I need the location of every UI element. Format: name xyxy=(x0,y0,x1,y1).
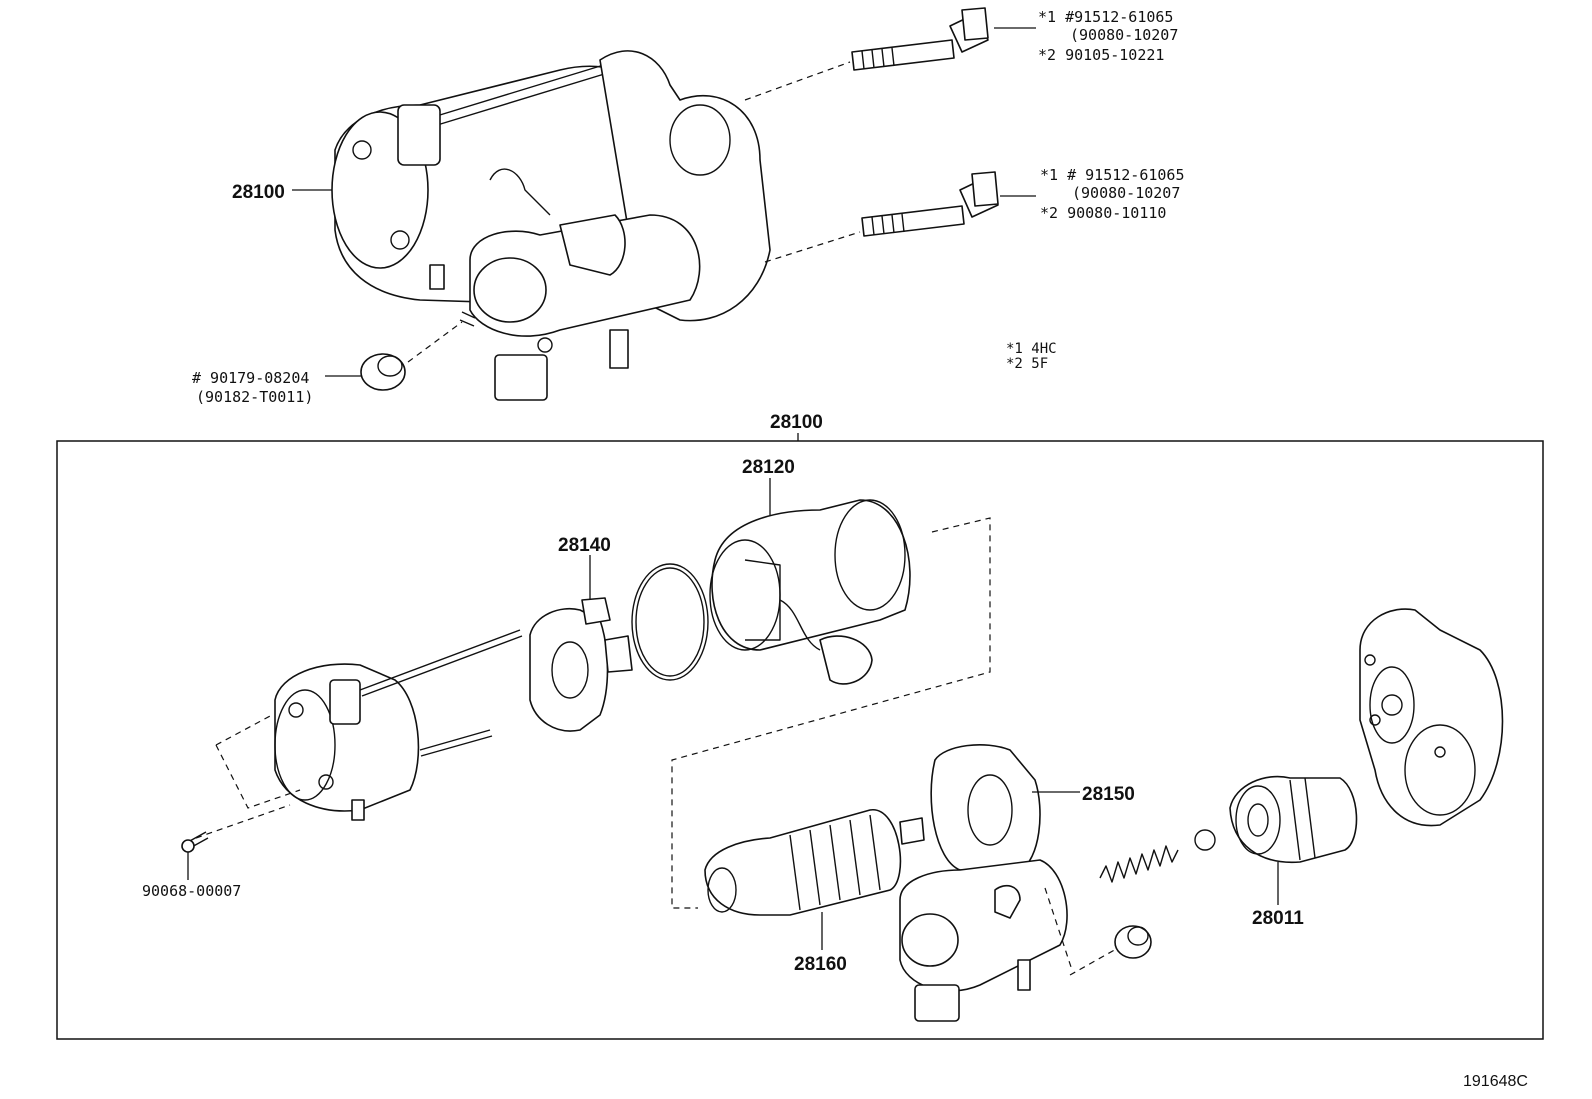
nut-line1: # 90179-08204 xyxy=(192,369,309,387)
bolt-lower xyxy=(861,171,999,237)
label-28140: 28140 xyxy=(558,535,611,556)
cap-part xyxy=(1114,925,1152,959)
clutch-part xyxy=(1229,775,1358,864)
bolt-lower-line2: (90080-10207 xyxy=(1072,184,1180,202)
starter-assembly-drawing xyxy=(331,50,771,401)
starter-housing-part xyxy=(899,744,1068,1022)
end-frame-part xyxy=(274,629,523,821)
armature-part xyxy=(704,809,925,916)
bolt-lower-line3: *2 90080-10110 xyxy=(1040,204,1166,222)
bolt-upper-line2: (90080-10207 xyxy=(1070,26,1178,44)
diagram-id: 191648C xyxy=(1463,1073,1528,1090)
screw-part xyxy=(181,831,209,853)
yoke-part xyxy=(709,499,911,685)
brush-holder-part xyxy=(529,597,633,732)
legend-line1: *1 4HC xyxy=(1006,341,1057,357)
bolt-lower-line1: *1 # 91512-61065 xyxy=(1040,166,1185,184)
spring-part xyxy=(1099,845,1179,883)
nut-line2: (90182-T0011) xyxy=(196,388,313,406)
legend-line2: *2 5F xyxy=(1006,356,1048,372)
label-28150: 28150 xyxy=(1082,784,1135,805)
bolt-upper-line1: *1 #91512-61065 xyxy=(1038,8,1173,26)
label-90068: 90068-00007 xyxy=(142,882,241,900)
label-28160: 28160 xyxy=(794,954,847,975)
o-ring-part xyxy=(631,563,709,681)
drive-housing-part xyxy=(1359,608,1504,827)
exploded-view-frame xyxy=(56,440,1544,1040)
bolt-upper xyxy=(851,7,989,71)
label-28100-box: 28100 xyxy=(770,412,823,433)
label-28011: 28011 xyxy=(1252,908,1304,929)
label-28120: 28120 xyxy=(742,457,795,478)
bolt-upper-line3: *2 90105-10221 xyxy=(1038,46,1164,64)
nut-cap xyxy=(360,353,406,391)
ball-part xyxy=(1194,829,1216,851)
label-28100-top: 28100 xyxy=(232,182,285,203)
